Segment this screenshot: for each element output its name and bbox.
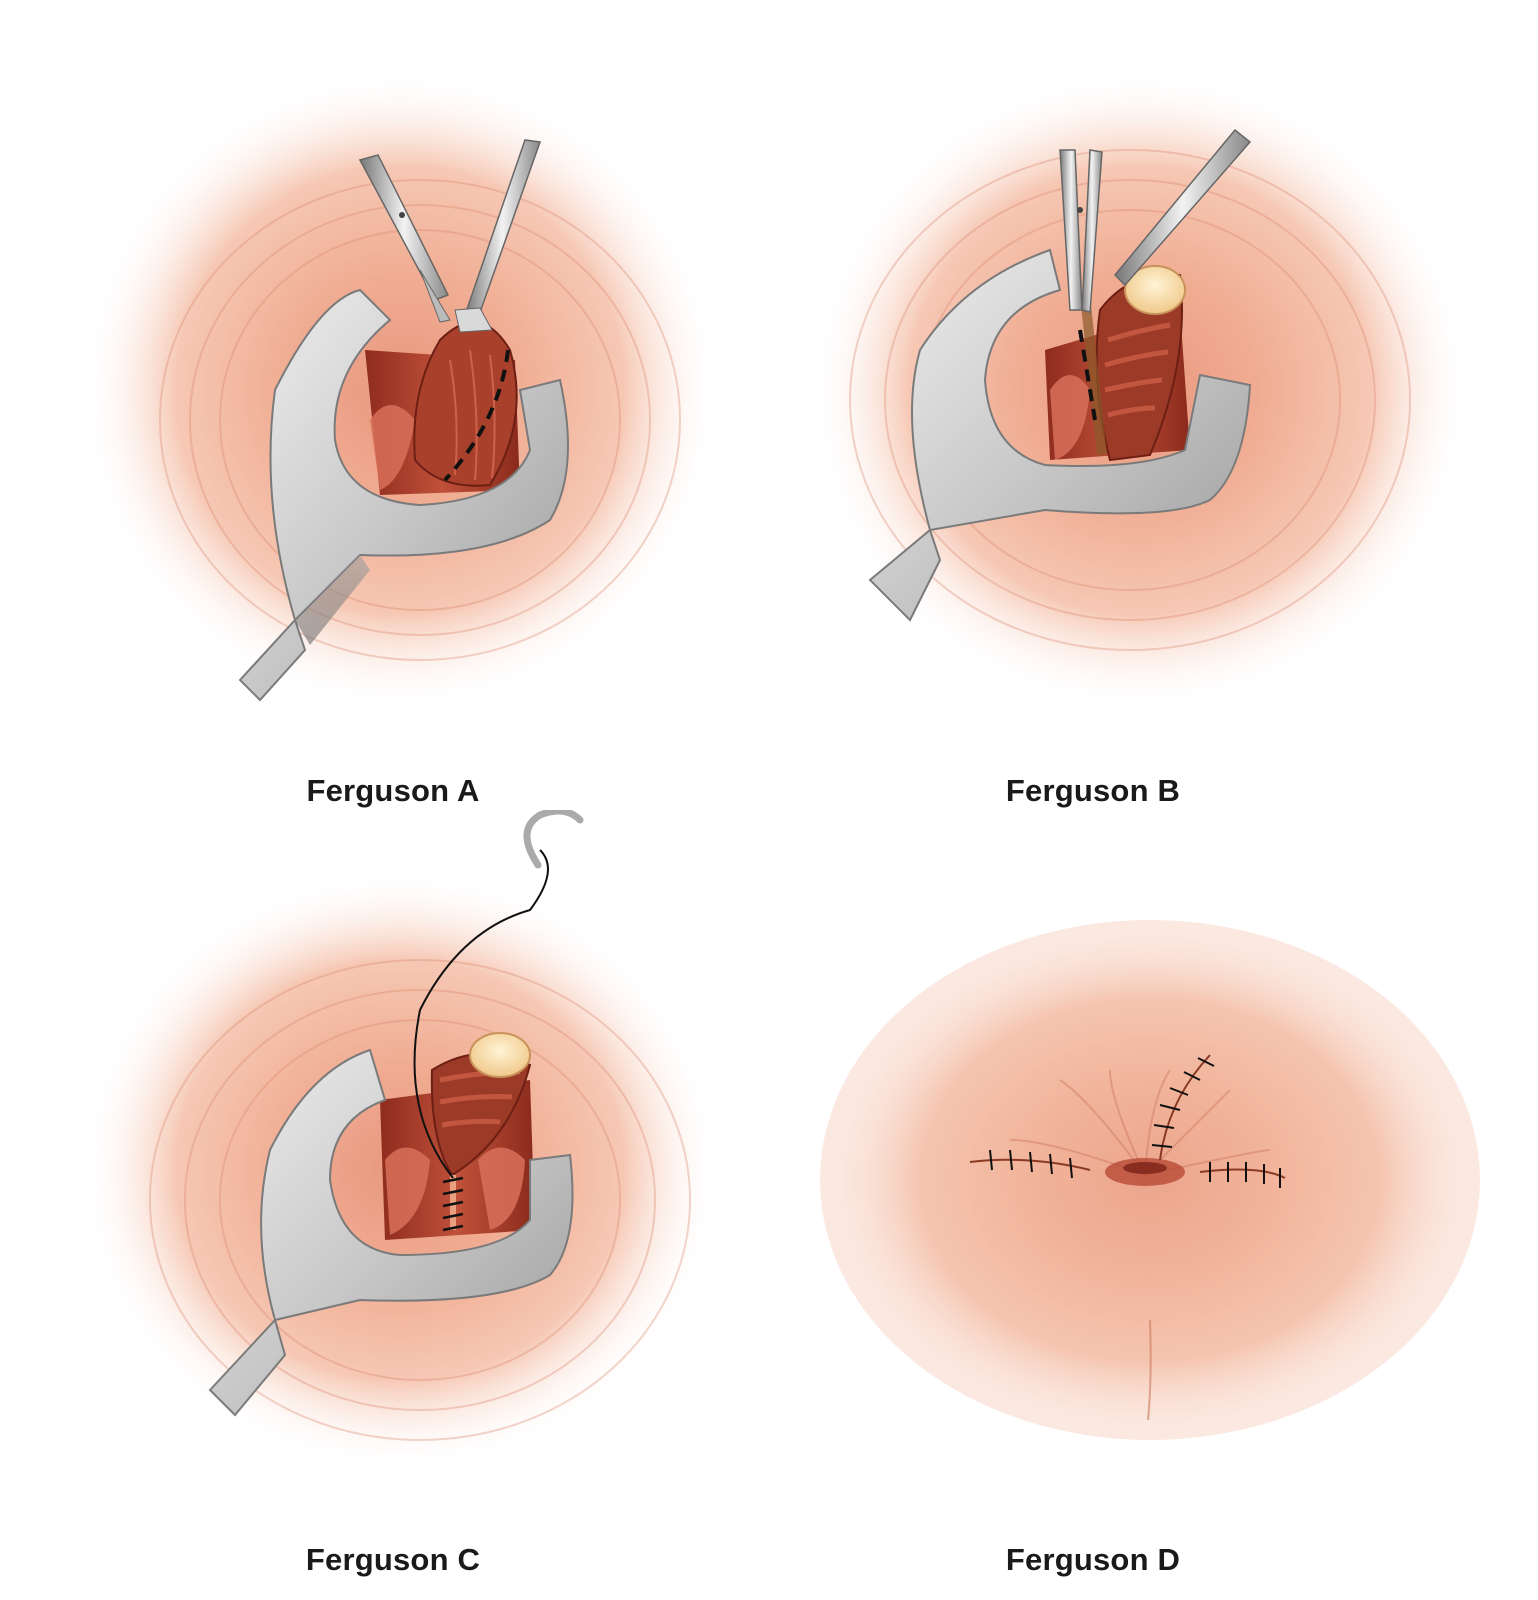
incision-line — [1078, 329, 1097, 421]
scissors-tool — [358, 154, 451, 323]
illustration-ferguson-b — [810, 70, 1470, 710]
panel-ferguson-c — [60, 810, 740, 1470]
hemorrhoid-left — [370, 405, 415, 490]
skin-folds — [849, 149, 1411, 651]
caption-ferguson-d: Ferguson D — [1005, 1542, 1181, 1577]
hemorrhoid-right — [478, 1147, 525, 1230]
caption-ferguson-b: Ferguson B — [1005, 773, 1181, 808]
skin-folds — [149, 959, 691, 1441]
suture-line-top — [1151, 1054, 1215, 1161]
anal-retractor — [208, 1048, 574, 1417]
illustration-ferguson-a — [80, 70, 720, 710]
suture-line-right — [1199, 1162, 1286, 1188]
forceps-tool — [454, 139, 542, 333]
running-suture — [413, 849, 549, 1232]
gluteal-cleft — [1147, 1319, 1152, 1421]
incision-line — [443, 349, 510, 482]
exposed-fat — [1124, 265, 1186, 315]
suture-line-left — [969, 1149, 1091, 1179]
panel-ferguson-d — [790, 900, 1510, 1460]
caption-ferguson-c: Ferguson C — [305, 1542, 481, 1577]
hemorrhoid-left — [1050, 375, 1090, 460]
caption-ferguson-a: Ferguson A — [306, 773, 480, 808]
illustration-ferguson-d — [820, 920, 1480, 1440]
illustration-ferguson-c — [80, 810, 720, 1470]
panel-ferguson-b — [790, 60, 1490, 750]
suture-needle — [523, 810, 584, 869]
panel-ferguson-a — [60, 60, 740, 750]
exposed-fat — [469, 1032, 531, 1078]
skin-folds — [159, 179, 681, 661]
scissors-tool — [1059, 149, 1103, 313]
forceps-tool — [1113, 128, 1252, 287]
hemorrhoid-left — [385, 1147, 430, 1235]
anal-retractor — [238, 288, 569, 702]
anal-retractor — [868, 248, 1252, 622]
